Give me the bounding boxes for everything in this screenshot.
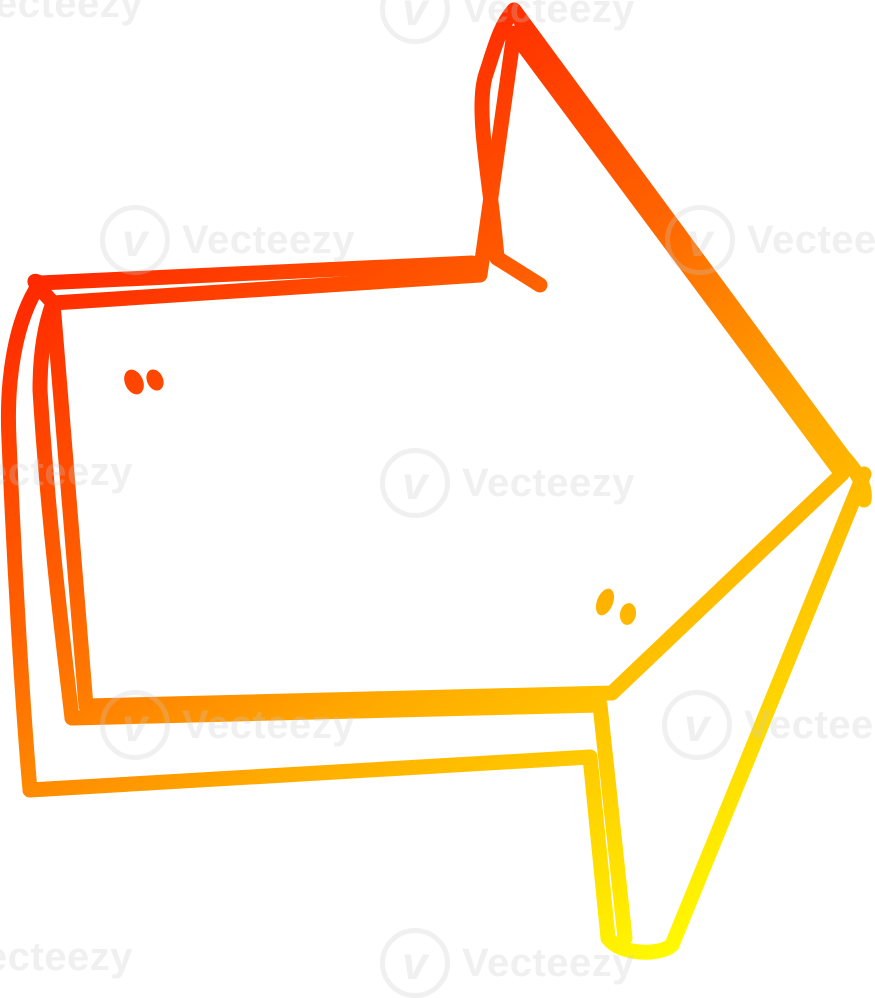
arrow-left-inner: [32, 295, 80, 726]
arrow-bottom-depth: [22, 749, 598, 798]
arrow-bottom-inner: [64, 697, 608, 726]
sheen-mark-2: [146, 369, 164, 391]
arrow-top-inner: [489, 250, 548, 293]
arrow-head-tip-bottom: [600, 466, 872, 960]
arrow-head-back-bottom-inner: [592, 697, 633, 946]
sheen-mark-3: [595, 588, 615, 616]
sheen-mark-4: [619, 603, 637, 625]
arrow-left-depth: [0, 275, 48, 798]
sheen-mark-1: [124, 369, 144, 395]
arrow-head-back-top: [474, 2, 555, 266]
arrow-head-outer-right: [506, 2, 872, 508]
arrow-head-back-bottom: [582, 749, 616, 946]
arrow-front-outline: [45, 25, 850, 714]
